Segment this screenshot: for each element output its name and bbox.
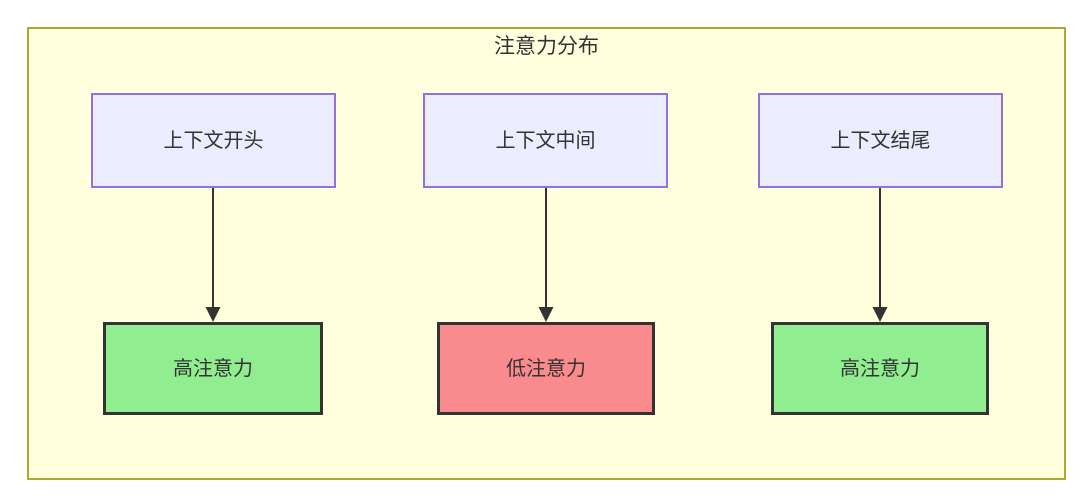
node-context-end: 上下文结尾 (758, 93, 1003, 188)
node-high-attention-2-label: 高注意力 (840, 357, 920, 380)
cluster-title: 注意力分布 (494, 35, 599, 58)
node-high-attention-1: 高注意力 (103, 322, 323, 415)
node-high-attention-2: 高注意力 (771, 322, 989, 415)
node-context-start-label: 上下文开头 (163, 129, 264, 152)
node-low-attention: 低注意力 (437, 322, 655, 415)
arrow-down-icon (205, 188, 221, 322)
node-context-middle: 上下文中间 (423, 93, 668, 188)
node-context-end-label: 上下文结尾 (830, 129, 931, 152)
arrow-down-icon (872, 188, 888, 322)
node-high-attention-1-label: 高注意力 (173, 357, 253, 380)
node-context-middle-label: 上下文中间 (495, 129, 596, 152)
node-low-attention-label: 低注意力 (506, 357, 586, 380)
arrow-down-icon (538, 188, 554, 322)
node-context-start: 上下文开头 (91, 93, 336, 188)
